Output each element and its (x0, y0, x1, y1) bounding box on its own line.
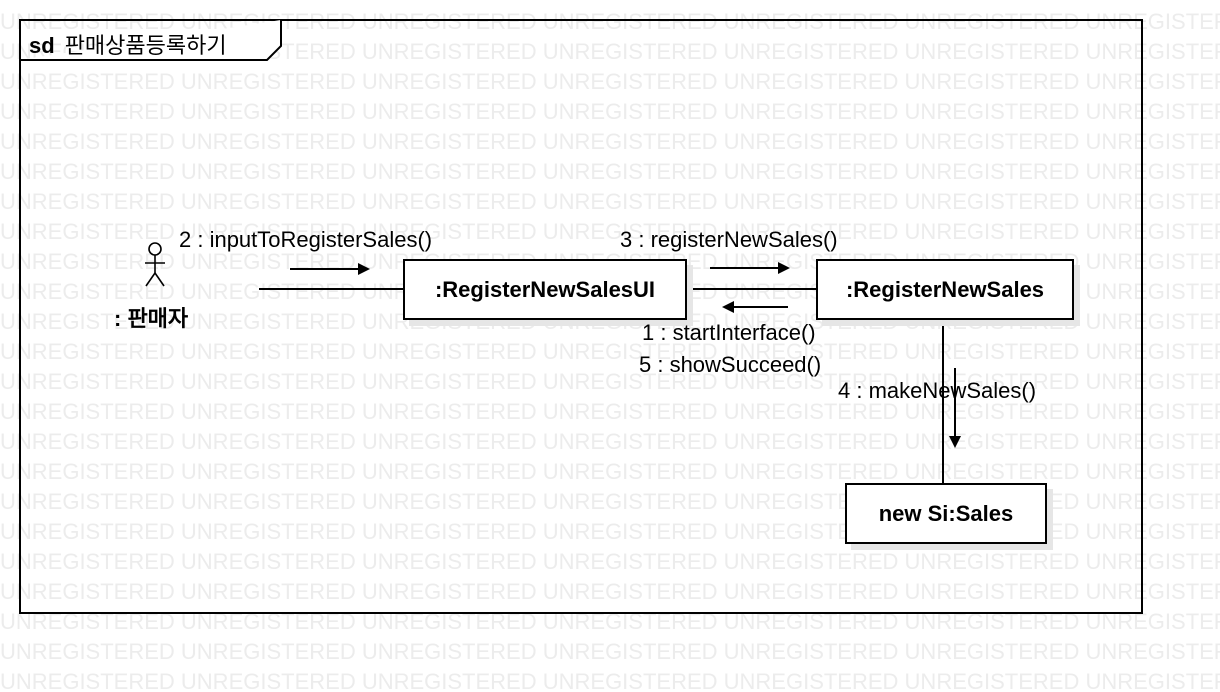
frame-name: 판매상품등록하기 (64, 33, 227, 58)
frame-label-text: sd 판매상품등록하기 (29, 28, 227, 60)
message-3-label: 3 : registerNewSales() (620, 227, 838, 252)
object-register-new-sales[interactable]: :RegisterNewSales (816, 259, 1074, 320)
message-1-label: 1 : startInterface() (642, 320, 816, 345)
object-new-sales[interactable]: new Si:Sales (845, 483, 1047, 544)
message-5-label: 5 : showSucceed() (639, 352, 822, 377)
frame-keyword: sd (29, 33, 55, 58)
sequence-diagram-frame (19, 19, 1143, 614)
frame-label-tab-shape (19, 20, 282, 61)
actor-label: : 판매자 (114, 306, 189, 331)
actor-stick-figure-icon (145, 242, 165, 287)
message-2-label: 2 : inputToRegisterSales() (179, 227, 433, 252)
object-register-new-sales-ui[interactable]: :RegisterNewSalesUI (403, 259, 687, 320)
message-4-label: 4 : makeNewSales() (838, 378, 1037, 403)
